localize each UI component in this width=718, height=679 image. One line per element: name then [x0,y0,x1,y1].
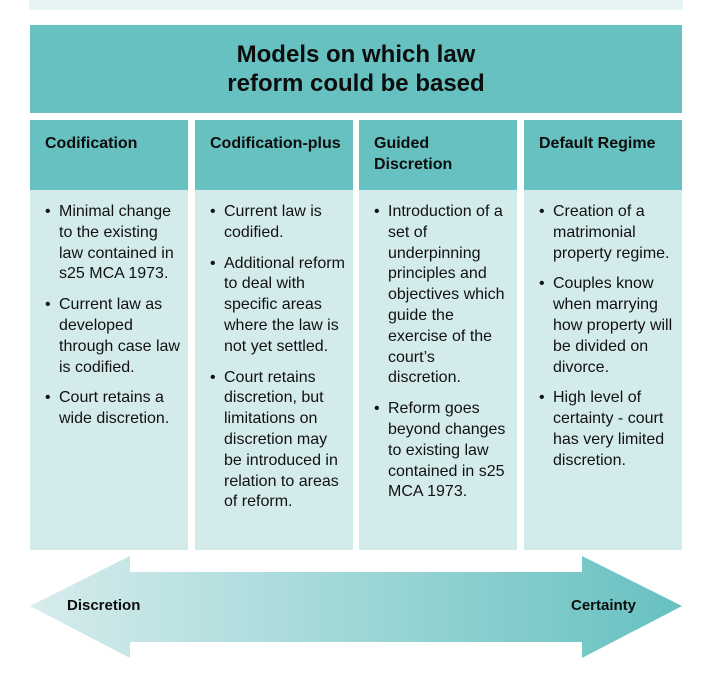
bullet-icon: • [45,389,51,407]
bullet-text: Current law is codified. [224,203,322,241]
bullet-text: Couples know when marrying how property … [553,275,673,376]
bullet-icon: • [539,389,545,407]
bullet-text: Minimal change to the existing law conta… [59,203,174,283]
bullet-list: • Introduction of a set of underpinning p… [373,202,511,503]
diagram-title-box: Models on which law reform could be base… [30,25,682,113]
bullet-icon: • [210,368,216,386]
bullet-item: • Current law as developed through case l… [44,295,182,378]
bullet-text: Court retains discretion, but limitation… [224,368,339,511]
bullet-list: • Creation of a matrimonial property regi… [538,202,676,472]
bullet-text: Current law as developed through case la… [59,296,180,376]
column-default-regime: Default Regime • Creation of a matrimonia… [524,120,682,550]
bullet-icon: • [539,203,545,220]
bullet-item: • Additional reform to deal with specific… [209,254,347,358]
bullet-item: • High level of certainty - court has ver… [538,388,676,471]
bullet-text: Introduction of a set of underpinning pr… [388,203,505,387]
double-arrow-shape [30,556,682,658]
bullet-text: High level of certainty - court has very… [553,389,665,469]
bullet-icon: • [374,203,380,220]
arrow-label-discretion: Discretion [67,597,141,614]
column-heading: Default Regime [524,120,682,190]
column-body: • Current law is codified. • Additional re… [195,190,353,513]
bullet-icon: • [45,296,51,314]
column-heading: Codification [30,120,188,190]
bullet-item: • Minimal change to the existing law cont… [44,202,182,285]
column-body: • Introduction of a set of underpinning p… [359,190,517,503]
column-codification: Codification • Minimal change to the exis… [30,120,188,550]
bullet-icon: • [539,275,545,293]
bullet-item: • Introduction of a set of underpinning p… [373,202,511,389]
bullet-item: • Court retains a wide discretion. [44,388,182,430]
bullet-item: • Reform goes beyond changes to existing … [373,399,511,503]
column-body: • Minimal change to the existing law cont… [30,190,188,430]
bullet-icon: • [374,400,380,418]
top-band [29,0,683,10]
bullet-text: Creation of a matrimonial property regim… [553,203,670,262]
diagram-title: Models on which law reform could be base… [227,41,485,97]
bullet-list: • Minimal change to the existing law cont… [44,202,182,430]
bullet-list: • Current law is codified. • Additional re… [209,202,347,513]
bullet-text: Additional reform to deal with specific … [224,254,345,355]
column-codification-plus: Codification-plus • Current law is codifi… [195,120,353,550]
column-guided-discretion: Guided Discretion • Introduction of a set… [359,120,517,550]
bullet-text: Reform goes beyond changes to existing l… [388,400,506,501]
column-body: • Creation of a matrimonial property regi… [524,190,682,472]
bullet-icon: • [210,203,216,220]
bullet-icon: • [45,203,51,220]
bullet-text: Court retains a wide discretion. [59,389,170,428]
bullet-item: • Couples know when marrying how property… [538,274,676,378]
column-heading: Guided Discretion [359,120,517,190]
bullet-item: • Court retains discretion, but limitatio… [209,368,347,514]
arrow-label-certainty: Certainty [571,597,637,614]
bullet-item: • Current law is codified. [209,202,347,244]
bullet-item: • Creation of a matrimonial property regi… [538,202,676,264]
column-heading: Codification-plus [195,120,353,190]
bullet-icon: • [210,254,216,272]
discretion-certainty-arrow [30,556,682,658]
